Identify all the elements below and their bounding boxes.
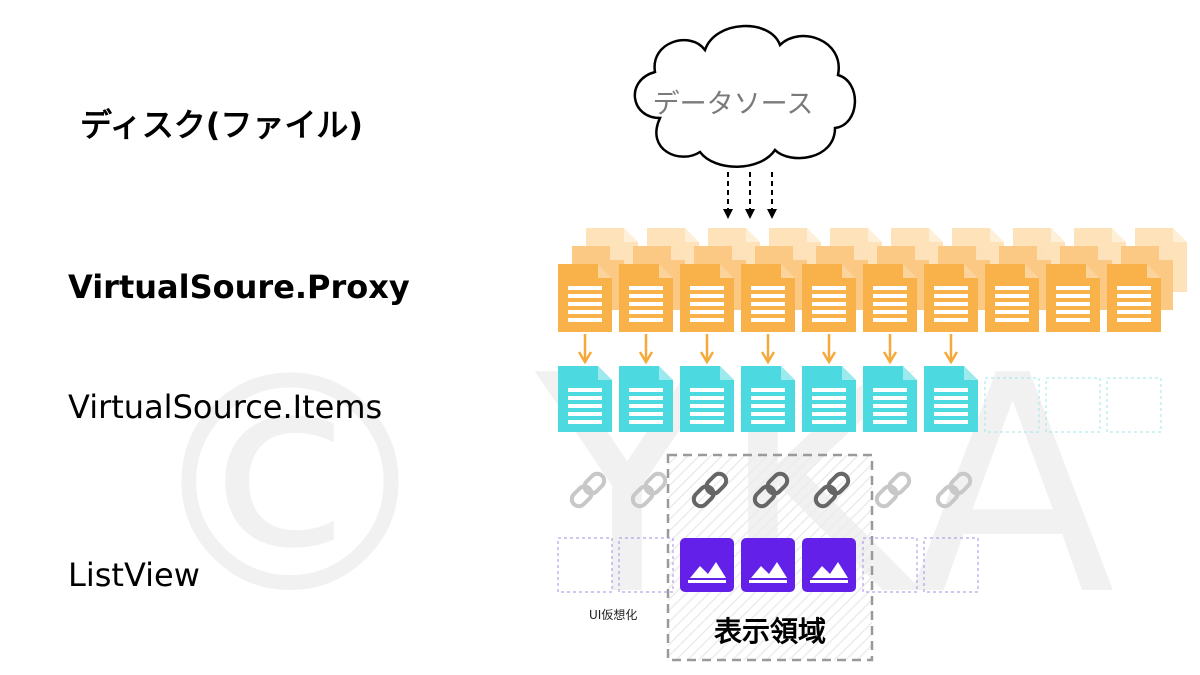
proxy-stack [863,228,943,332]
listview-empty-slot [618,537,674,593]
proxy-stack [741,228,821,332]
label-listview: ListView [68,556,200,594]
label-virtual-source-proxy: VirtualSoure.Proxy [68,268,410,306]
proxy-doc-icon [1046,264,1100,332]
link-icon-inactive [630,471,668,509]
proxy-doc-icon [802,264,856,332]
link-icon-inactive [874,471,912,509]
link-icon-active [752,471,790,509]
label-virtual-source-items: VirtualSource.Items [68,388,383,426]
proxy-doc-icon [985,264,1039,332]
data-source-cloud [633,24,857,168]
image-tile [741,538,795,592]
link-icon-inactive [569,471,607,509]
load-arrow [760,334,776,365]
image-tile [680,538,734,592]
proxy-stack [802,228,882,332]
item-empty-slot [984,377,1040,433]
load-arrow [638,334,654,365]
proxy-stack [1107,228,1187,332]
item-doc-icon [741,366,795,432]
item-empty-slot [1106,377,1162,433]
item-doc-icon [863,366,917,432]
proxy-doc-icon [924,264,978,332]
proxy-doc-icon [1107,264,1161,332]
item-doc-icon [558,366,612,432]
proxy-stack [1046,228,1126,332]
link-icon-active [691,471,729,509]
load-arrow [577,334,593,365]
proxy-doc-icon [680,264,734,332]
load-arrows [577,334,959,365]
load-arrow [699,334,715,365]
item-doc-icon [619,366,673,432]
item-doc-icon [680,366,734,432]
link-icon-active [813,471,851,509]
image-tile [802,538,856,592]
display-area-label: 表示領域 [713,615,826,648]
listview-slots [557,537,979,593]
proxy-doc-icon [558,264,612,332]
fetch-arrows [723,172,777,219]
load-arrow [821,334,837,365]
proxy-stack [924,228,1004,332]
item-doc-icon [802,366,856,432]
listview-empty-slot [557,537,613,593]
image-icon [751,562,787,578]
proxy-doc-icon [741,264,795,332]
link-icon-inactive [935,471,973,509]
proxy-doc-icon [863,264,917,332]
listview-empty-slot [923,537,979,593]
item-documents [558,366,1162,433]
image-icon [812,562,848,578]
proxy-document-stacks [558,228,1187,332]
item-doc-icon [924,366,978,432]
ui-virtualization-label: UI仮想化 [589,608,638,622]
proxy-doc-icon [619,264,673,332]
binding-links [569,471,973,509]
listview-empty-slot [862,537,918,593]
data-source-label: データソース [652,89,814,120]
load-arrow [943,334,959,365]
item-empty-slot [1045,377,1101,433]
load-arrow [882,334,898,365]
image-icon [690,562,726,578]
proxy-stack [619,228,699,332]
label-disk: ディスク(ファイル) [80,106,364,144]
